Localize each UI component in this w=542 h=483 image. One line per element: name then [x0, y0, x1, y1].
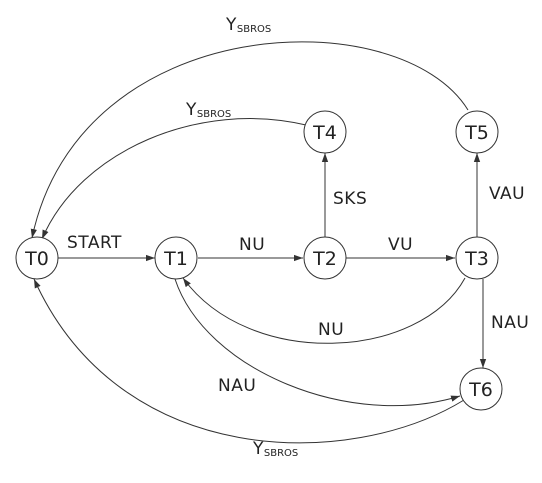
edge-t3-t1	[182, 277, 466, 344]
node-t3: T3	[455, 236, 499, 280]
edge-label-t5-t0: YSBROS	[225, 15, 271, 35]
edge-label-t3-t5: VAU	[489, 184, 525, 204]
node-t6: T6	[459, 367, 503, 411]
node-t6-circle	[459, 367, 503, 411]
node-t4-label: T4	[312, 122, 337, 144]
node-t3-circle	[455, 236, 499, 280]
node-t6-label: T6	[468, 379, 493, 401]
node-t3-label: T3	[464, 248, 489, 270]
node-t4-circle	[303, 110, 347, 154]
edge-label-t1-t6: NAU	[218, 376, 256, 396]
node-t1-label: T1	[163, 248, 188, 270]
edge-label-t6-t0-sub: SBROS	[264, 448, 298, 459]
node-t5-circle	[455, 110, 499, 154]
edge-t1-t6	[174, 278, 461, 407]
edge-label-t4-t0-sub: SBROS	[197, 109, 231, 120]
edge-t6-t0	[33, 278, 465, 444]
node-t5: T5	[455, 110, 499, 154]
edge-label-t4-t0-main: Y	[185, 100, 197, 120]
node-t2: T2	[303, 236, 347, 280]
edge-t4-t0	[41, 118, 307, 240]
edge-label-t6-t0-main: Y	[252, 439, 264, 459]
edges	[30, 41, 487, 444]
node-t1: T1	[154, 236, 198, 280]
edge-label-t1-t2: NU	[239, 235, 265, 255]
edge-label-t5-t0-sub: SBROS	[237, 24, 271, 35]
node-t1-circle	[154, 236, 198, 280]
node-t0-label: T0	[24, 248, 49, 270]
edge-labels: START NU VU SKS VAU NAU NU NAU YSBROS YS…	[67, 15, 529, 459]
node-t5-label: T5	[464, 122, 489, 144]
node-t2-label: T2	[312, 248, 337, 270]
node-t0-circle	[15, 236, 59, 280]
edge-label-start: START	[67, 233, 122, 253]
edge-label-t4-t0: YSBROS	[185, 100, 231, 120]
nodes: T0 T1 T2 T3 T4 T5 T6	[15, 110, 503, 411]
edge-label-t6-t0: YSBROS	[252, 439, 298, 459]
node-t2-circle	[303, 236, 347, 280]
edge-label-t5-t0-main: Y	[225, 15, 237, 35]
edge-label-t2-t4: SKS	[333, 189, 367, 209]
edge-label-t3-t6: NAU	[491, 313, 529, 333]
node-t4: T4	[303, 110, 347, 154]
node-t0: T0	[15, 236, 59, 280]
edge-label-t2-t3: VU	[388, 235, 413, 255]
edge-label-t3-t1: NU	[318, 320, 344, 340]
edge-t5-t0	[30, 41, 469, 239]
